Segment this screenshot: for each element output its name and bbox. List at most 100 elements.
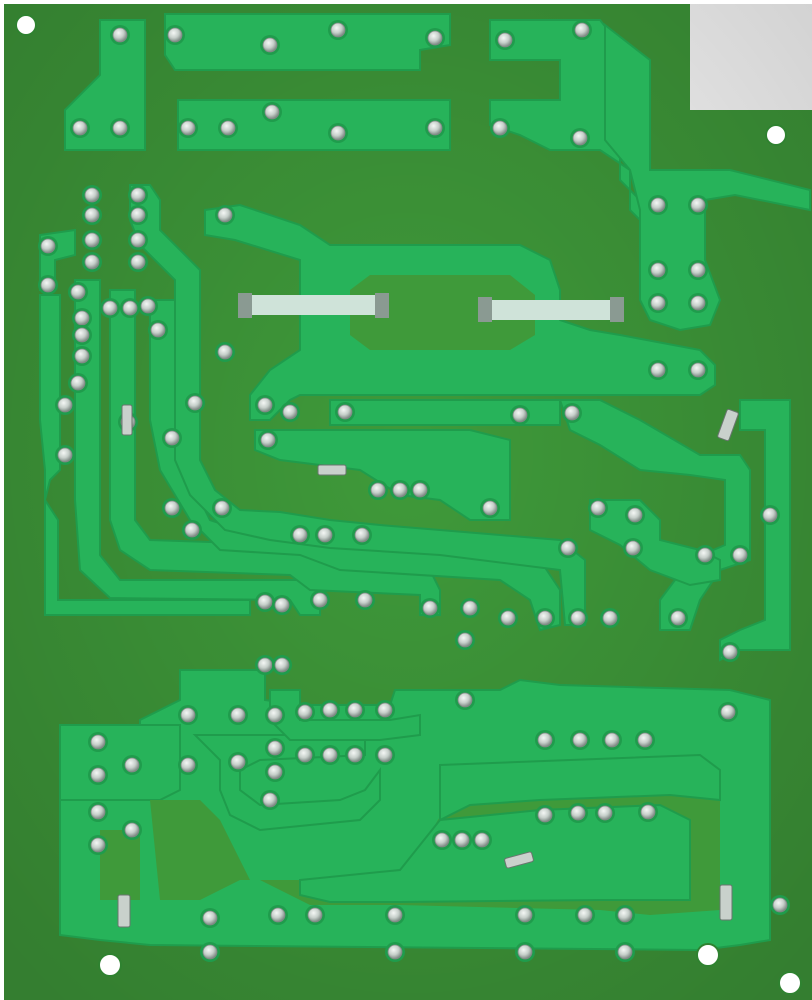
solder-joint — [347, 747, 363, 763]
solder-joint — [697, 547, 713, 563]
solder-joint — [70, 284, 86, 300]
solder-joint — [214, 500, 230, 516]
mounting-hole-corner — [778, 971, 802, 995]
mounting-hole-bottom-left — [98, 953, 122, 977]
solder-joint — [604, 732, 620, 748]
solder-joint — [40, 238, 56, 254]
solder-joint — [112, 120, 128, 136]
copper-traces — [39, 13, 811, 952]
solder-joint — [74, 348, 90, 364]
solder-joint — [330, 125, 346, 141]
solder-joint — [617, 907, 633, 923]
solder-joint — [387, 944, 403, 960]
solder-joint — [537, 807, 553, 823]
solder-joint — [427, 120, 443, 136]
solder-joint — [497, 32, 513, 48]
solder-joint — [130, 187, 146, 203]
solder-joint — [74, 327, 90, 343]
solder-joint — [574, 22, 590, 38]
solder-joint — [650, 262, 666, 278]
solder-joint — [84, 254, 100, 270]
solder-joint — [217, 207, 233, 223]
solder-joint — [140, 298, 156, 314]
solder-joint — [590, 500, 606, 516]
solder-joint — [627, 507, 643, 523]
solder-joint — [202, 910, 218, 926]
solder-joint — [267, 740, 283, 756]
solder-joint — [130, 207, 146, 223]
solder-joint — [180, 120, 196, 136]
solder-joint — [762, 507, 778, 523]
solder-joint — [57, 447, 73, 463]
solder-joint — [72, 120, 88, 136]
solder-joint — [577, 907, 593, 923]
solder-joint — [347, 702, 363, 718]
solder-joint — [297, 704, 313, 720]
solder-joint — [690, 295, 706, 311]
solder-joint — [650, 197, 666, 213]
solder-joint — [150, 322, 166, 338]
solder-joint — [322, 747, 338, 763]
solder-joint — [537, 610, 553, 626]
solder-joint — [337, 404, 353, 420]
solder-joint — [650, 362, 666, 378]
solder-joint — [564, 405, 580, 421]
solder-joint — [317, 527, 333, 543]
solder-joint — [732, 547, 748, 563]
solder-joint — [90, 837, 106, 853]
solder-joint — [330, 22, 346, 38]
mounting-hole-top-left — [15, 14, 37, 36]
solder-joint — [650, 295, 666, 311]
solder-joint — [90, 767, 106, 783]
solder-joint — [690, 262, 706, 278]
solder-joint — [392, 482, 408, 498]
solder-joint — [297, 747, 313, 763]
solder-joint — [354, 527, 370, 543]
solder-joint — [412, 482, 428, 498]
solder-joint — [257, 594, 273, 610]
solder-joint — [474, 832, 490, 848]
solder-joint — [357, 592, 373, 608]
solder-joint — [130, 254, 146, 270]
solder-joint — [387, 907, 403, 923]
solder-joint — [772, 897, 788, 913]
solder-joint — [670, 610, 686, 626]
solder-joint — [102, 300, 118, 316]
solder-joint — [570, 610, 586, 626]
solder-joint — [572, 130, 588, 146]
solder-joint — [230, 754, 246, 770]
solder-joint — [167, 27, 183, 43]
solder-joint — [370, 482, 386, 498]
solder-joint — [184, 522, 200, 538]
solder-joint — [482, 500, 498, 516]
solder-joint — [257, 397, 273, 413]
solder-joint — [274, 597, 290, 613]
solder-joint — [640, 804, 656, 820]
solder-joint — [257, 657, 273, 673]
solder-joint — [537, 732, 553, 748]
solder-joint — [722, 644, 738, 660]
solder-joint — [570, 805, 586, 821]
solder-joint — [462, 600, 478, 616]
mounting-holes — [15, 14, 802, 995]
solder-joint — [422, 600, 438, 616]
solder-joint — [720, 704, 736, 720]
solder-joint — [112, 27, 128, 43]
solder-joint — [264, 104, 280, 120]
solder-joint — [70, 375, 86, 391]
mounting-hole-bottom-right — [696, 943, 720, 967]
solder-joint — [124, 822, 140, 838]
solder-joint — [637, 732, 653, 748]
solder-joint — [122, 300, 138, 316]
solder-joint — [690, 362, 706, 378]
solder-joint — [74, 310, 90, 326]
solder-joint — [690, 197, 706, 213]
solder-joint — [625, 540, 641, 556]
solder-joint — [90, 734, 106, 750]
solder-joint — [84, 187, 100, 203]
solder-joint — [602, 610, 618, 626]
solder-joint — [572, 732, 588, 748]
solder-joint — [457, 692, 473, 708]
solder-joint — [267, 707, 283, 723]
